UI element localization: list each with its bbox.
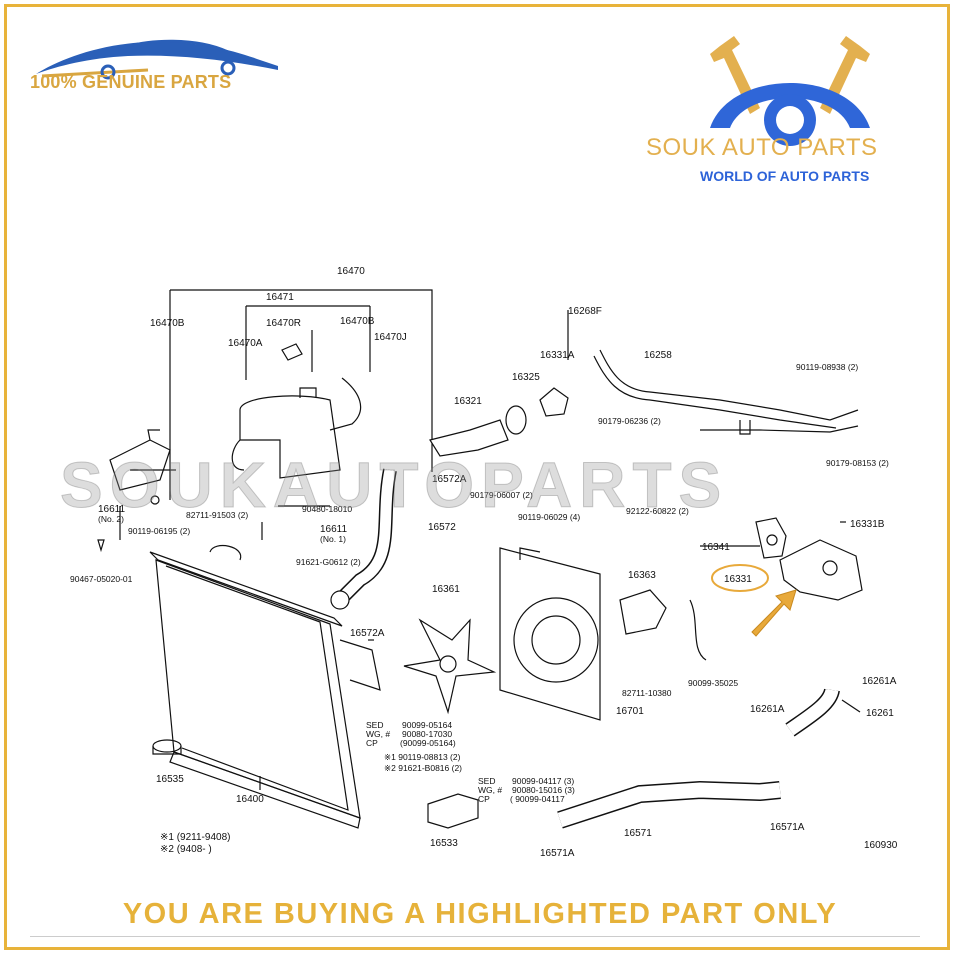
part-label: 16331B bbox=[850, 519, 885, 530]
part-label: 16363 bbox=[628, 570, 656, 581]
part-label: 90119-08938 (2) bbox=[796, 362, 858, 372]
part-label: 16258 bbox=[644, 350, 672, 361]
part-label: 16341 bbox=[702, 542, 730, 553]
part-label: 16535 bbox=[156, 774, 184, 785]
footer-notice: YOU ARE BUYING A HIGHLIGHTED PART ONLY bbox=[122, 898, 838, 930]
part-label: 160930 bbox=[864, 840, 898, 851]
part-label: 90480-18010 bbox=[302, 504, 352, 514]
part-label: 90179-06236 (2) bbox=[598, 416, 661, 426]
highlighted-part-label: 16331 bbox=[724, 574, 752, 585]
highlight-arrow-icon bbox=[751, 589, 797, 637]
part-label: 16470B bbox=[340, 316, 375, 327]
part-label: 90099-35025 bbox=[688, 678, 738, 688]
part-label: 16470A bbox=[228, 338, 263, 349]
part-label: 16400 bbox=[236, 794, 264, 805]
part-label: 16572 bbox=[428, 522, 456, 533]
part-label: 16470B bbox=[150, 318, 185, 329]
part-label: 16701 bbox=[616, 706, 644, 717]
note-text: WG, # bbox=[478, 785, 502, 795]
part-label: 16611 bbox=[320, 524, 348, 535]
part-label: 16470 bbox=[337, 266, 365, 277]
note-text: ※2 (9408- ) bbox=[160, 844, 212, 855]
part-label: 16331A bbox=[540, 350, 575, 361]
part-label: 16261A bbox=[750, 704, 785, 715]
souk-logo-icon bbox=[710, 36, 870, 146]
part-label: 16261 bbox=[866, 708, 894, 719]
part-label: 90119-06195 (2) bbox=[128, 526, 190, 536]
part-label: 16611 bbox=[98, 504, 126, 515]
part-label: 82711-10380 bbox=[622, 688, 672, 698]
part-label: (No. 1) bbox=[320, 534, 346, 544]
part-label: 16571A bbox=[540, 848, 575, 859]
part-labels: 16470 16471 16470B 16470R 16470B 16470J … bbox=[70, 266, 898, 859]
part-label: 16470R bbox=[266, 318, 301, 329]
shop-tagline: WORLD OF AUTO PARTS bbox=[700, 168, 870, 184]
note-text: ※1 (9211-9408) bbox=[160, 832, 230, 843]
part-label: 82711-91503 (2) bbox=[186, 510, 248, 520]
part-label: 16572A bbox=[432, 474, 467, 485]
note-text: 90080-17030 bbox=[402, 729, 452, 739]
part-label: 16471 bbox=[266, 292, 294, 303]
watermark: SOUKAUTOPARTS bbox=[59, 449, 729, 522]
part-label: 90467-05020-01 bbox=[70, 574, 133, 584]
note-text: SED bbox=[366, 720, 383, 730]
part-label: 16571 bbox=[624, 828, 652, 839]
part-label: 16572A bbox=[350, 628, 385, 639]
note-text: 90099-04117 (3) bbox=[512, 776, 574, 786]
note-text: (90099-05164) bbox=[400, 738, 456, 748]
part-label: 92122-60822 (2) bbox=[626, 506, 689, 516]
part-label: 91621-G0612 (2) bbox=[296, 557, 361, 567]
part-label: 16571A bbox=[770, 822, 805, 833]
note-text: ※1 90119-08813 (2) bbox=[384, 752, 461, 762]
part-label: 90179-06007 (2) bbox=[470, 490, 533, 500]
part-label: 16533 bbox=[430, 838, 458, 849]
part-label: 16470J bbox=[374, 332, 407, 343]
gold-frame bbox=[4, 4, 950, 950]
part-label: 16321 bbox=[454, 396, 482, 407]
part-label: 90179-08153 (2) bbox=[826, 458, 889, 468]
highlight-ring bbox=[711, 564, 769, 592]
part-label: 16268F bbox=[568, 306, 602, 317]
note-text: WG, # bbox=[366, 729, 390, 739]
footer-divider bbox=[30, 936, 920, 937]
note-text: SED bbox=[478, 776, 495, 786]
part-label: 90119-06029 (4) bbox=[518, 512, 580, 522]
note-text: ※2 91621-B0816 (2) bbox=[384, 763, 462, 773]
note-text: CP bbox=[478, 794, 490, 804]
part-label: 16361 bbox=[432, 584, 460, 595]
part-label: 16325 bbox=[512, 372, 540, 383]
shop-name: SOUK AUTO PARTS bbox=[646, 134, 878, 161]
note-text: 90080-15016 (3) bbox=[512, 785, 575, 795]
diagram-notes: SED WG, # CP 90099-05164 90080-17030 (90… bbox=[160, 720, 575, 855]
genuine-parts-text: 100% GENUINE PARTS bbox=[30, 72, 232, 92]
note-text: 90099-05164 bbox=[402, 720, 452, 730]
diagram-linework bbox=[97, 289, 863, 829]
part-label: (No. 2) bbox=[98, 514, 124, 524]
part-label: 16261A bbox=[862, 676, 897, 687]
note-text: ( 90099-04117 bbox=[510, 794, 565, 804]
car-logo-icon bbox=[36, 39, 278, 80]
note-text: CP bbox=[366, 738, 378, 748]
